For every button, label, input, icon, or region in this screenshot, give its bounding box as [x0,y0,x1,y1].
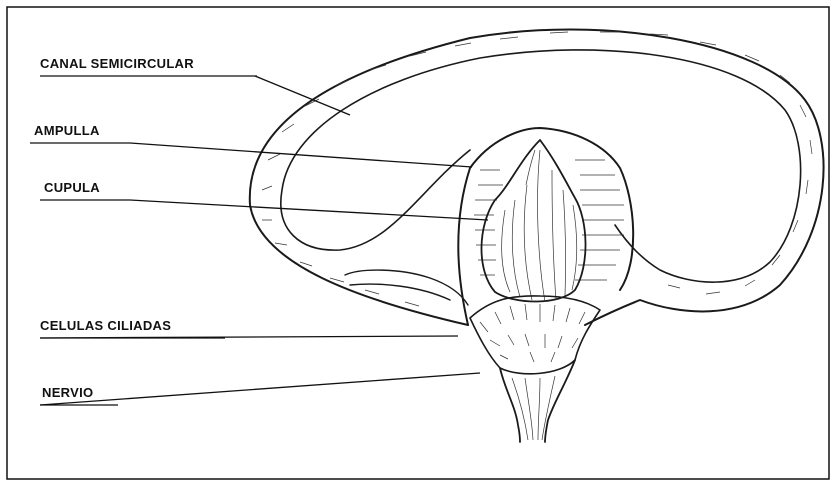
label-celulas-ciliadas: CELULAS CILIADAS [40,318,171,333]
leader-cupula [130,200,488,220]
label-ampulla: AMPULLA [34,123,100,138]
semicircular-canal-inner [281,50,801,282]
cupula-striations [502,150,577,302]
diagram-frame [7,7,829,479]
leader-nervio [40,373,480,405]
label-nervio: NERVIO [42,385,93,400]
crista-hair-cells [470,296,600,374]
semicircular-canal-outer [250,30,824,325]
utricle-connection [345,270,468,305]
hair-cell-texture [480,304,585,362]
leader-lines [40,76,488,405]
label-canal-semicircular: CANAL SEMICIRCULAR [40,56,194,71]
cupula [481,140,585,302]
label-cupula: CUPULA [44,180,100,195]
leader-canal [255,76,350,115]
ampulla-hatching [474,160,624,280]
